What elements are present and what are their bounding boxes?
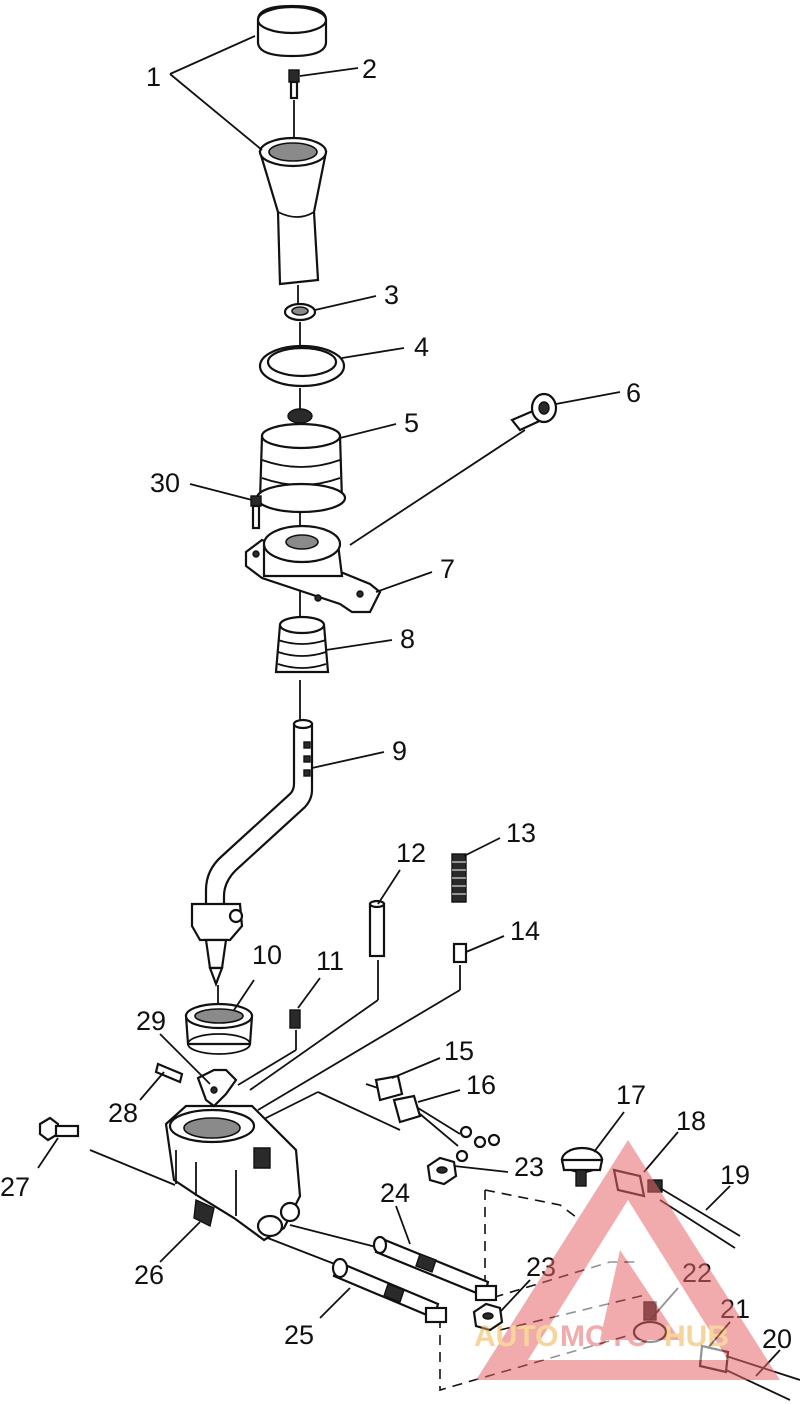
part-11-spring bbox=[289, 1009, 301, 1029]
part-13-spring bbox=[451, 853, 467, 903]
callout-28: 28 bbox=[108, 1098, 138, 1128]
part-2-screw bbox=[288, 69, 300, 100]
callout-16: 16 bbox=[466, 1070, 496, 1100]
watermark-text-auto: AUTO bbox=[474, 1320, 558, 1353]
part-4-ring bbox=[258, 344, 346, 388]
callout-27: 27 bbox=[0, 1172, 30, 1202]
callout-8: 8 bbox=[400, 624, 415, 654]
callout-6: 6 bbox=[626, 378, 641, 408]
part-26-shifter-housing bbox=[164, 1104, 302, 1242]
part-5-boot bbox=[255, 408, 347, 514]
callout-20: 20 bbox=[762, 1324, 792, 1354]
callout-12: 12 bbox=[396, 838, 426, 868]
part-6-clamp bbox=[510, 392, 558, 432]
part-25-shift-rod bbox=[331, 1257, 448, 1324]
callout-24: 24 bbox=[380, 1178, 410, 1208]
part-28-pin bbox=[154, 1062, 184, 1084]
part-27-bolt bbox=[38, 1116, 80, 1142]
part-1-shift-knob-cap bbox=[256, 4, 328, 58]
part-1-shift-handle bbox=[258, 136, 328, 286]
watermark-text-moto: MOTO bbox=[560, 1320, 649, 1353]
callout-7: 7 bbox=[440, 554, 455, 584]
callout-30: 30 bbox=[150, 468, 180, 498]
callout-9: 9 bbox=[392, 736, 407, 766]
callout-29: 29 bbox=[136, 1006, 166, 1036]
callout-11: 11 bbox=[316, 946, 344, 976]
callout-10: 10 bbox=[252, 940, 282, 970]
part-30-screw bbox=[250, 495, 262, 530]
part-17-adjuster-knob bbox=[560, 1146, 604, 1187]
callout-numbers: 1 2 3 4 5 6 7 8 9 10 11 12 13 14 15 16 1… bbox=[0, 54, 792, 1354]
assembly-axis-lines bbox=[89, 100, 526, 1269]
part-9-shift-lever bbox=[190, 718, 314, 988]
leader-lines bbox=[37, 35, 781, 1377]
watermark: AUTO MOTO HUB bbox=[474, 1140, 780, 1380]
callout-2: 2 bbox=[362, 54, 377, 84]
part-15-switch bbox=[365, 1074, 404, 1102]
callout-3: 3 bbox=[384, 280, 399, 310]
callout-25: 25 bbox=[284, 1320, 314, 1350]
callout-5: 5 bbox=[404, 408, 419, 438]
part-14-plunger bbox=[452, 942, 468, 964]
part-24-shift-rod bbox=[372, 1235, 498, 1302]
callout-15: 15 bbox=[444, 1036, 474, 1066]
part-16-harness bbox=[392, 1094, 501, 1163]
callout-13: 13 bbox=[506, 818, 536, 848]
part-23-nut-upper bbox=[426, 1156, 458, 1186]
part-12-pin bbox=[368, 899, 386, 958]
callout-17: 17 bbox=[616, 1080, 646, 1110]
callout-14: 14 bbox=[510, 916, 540, 946]
watermark-text-hub: HUB bbox=[664, 1320, 729, 1353]
part-8-bellows bbox=[274, 615, 330, 674]
callout-4: 4 bbox=[414, 332, 429, 362]
part-29-detent-lever bbox=[196, 1068, 238, 1108]
callout-26: 26 bbox=[134, 1260, 164, 1290]
part-19-cable bbox=[659, 1187, 741, 1249]
callout-19: 19 bbox=[720, 1160, 750, 1190]
callout-23-upper: 23 bbox=[514, 1152, 544, 1182]
part-10-cup bbox=[184, 1002, 254, 1055]
part-23-nut-lower bbox=[472, 1302, 504, 1332]
part-7-mounting-plate bbox=[244, 524, 382, 614]
callout-18: 18 bbox=[676, 1106, 706, 1136]
part-3-bushing bbox=[283, 302, 317, 322]
callout-1: 1 bbox=[146, 62, 161, 92]
